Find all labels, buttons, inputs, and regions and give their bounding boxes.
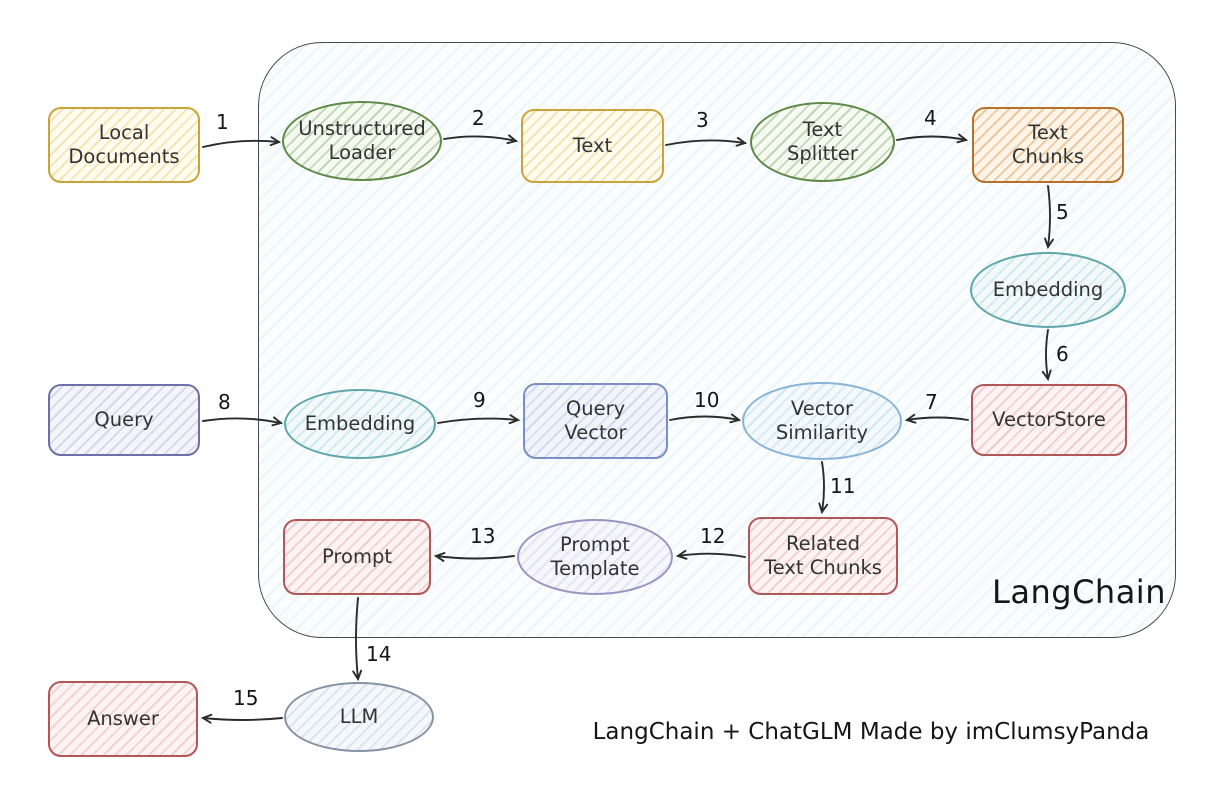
node-embedding-store: Embedding bbox=[970, 252, 1126, 328]
arrow-label-15: 15 bbox=[233, 686, 259, 710]
node-vector-similarity: Vector Similarity bbox=[742, 382, 902, 460]
node-text: Text bbox=[521, 109, 664, 183]
arrow-label-3: 3 bbox=[696, 108, 709, 132]
node-local-documents: Local Documents bbox=[48, 107, 200, 183]
node-llm: LLM bbox=[284, 682, 434, 752]
arrow-label-6: 6 bbox=[1056, 342, 1069, 366]
arrow-label-1: 1 bbox=[216, 110, 229, 134]
arrow-label-2: 2 bbox=[472, 106, 485, 130]
arrow-label-8: 8 bbox=[218, 390, 231, 414]
node-embedding-query: Embedding bbox=[284, 389, 436, 459]
arrow-label-9: 9 bbox=[473, 388, 486, 412]
node-query-vector: Query Vector bbox=[523, 383, 668, 459]
arrow-label-7: 7 bbox=[925, 390, 938, 414]
arrow-label-5: 5 bbox=[1056, 200, 1069, 224]
arrow-15 bbox=[200, 713, 283, 724]
node-vectorstore: VectorStore bbox=[971, 384, 1127, 456]
arrow-label-10: 10 bbox=[694, 388, 720, 412]
langchain-container-label: LangChain bbox=[992, 573, 1166, 611]
node-related-text-chunks: Related Text Chunks bbox=[748, 517, 898, 595]
arrow-label-11: 11 bbox=[830, 474, 856, 498]
node-text-chunks: Text Chunks bbox=[972, 107, 1124, 183]
node-text-splitter: Text Splitter bbox=[750, 102, 895, 182]
arrow-label-14: 14 bbox=[366, 642, 392, 666]
arrow-label-13: 13 bbox=[470, 524, 496, 548]
node-query: Query bbox=[48, 384, 200, 456]
node-unstructured-loader: Unstructured Loader bbox=[282, 101, 442, 181]
node-prompt: Prompt bbox=[283, 519, 431, 595]
arrow-label-4: 4 bbox=[924, 106, 937, 130]
diagram-caption: LangChain + ChatGLM Made by imClumsyPand… bbox=[592, 719, 1150, 745]
arrow-label-12: 12 bbox=[700, 524, 726, 548]
node-answer: Answer bbox=[48, 681, 198, 757]
node-prompt-template: Prompt Template bbox=[517, 519, 673, 595]
